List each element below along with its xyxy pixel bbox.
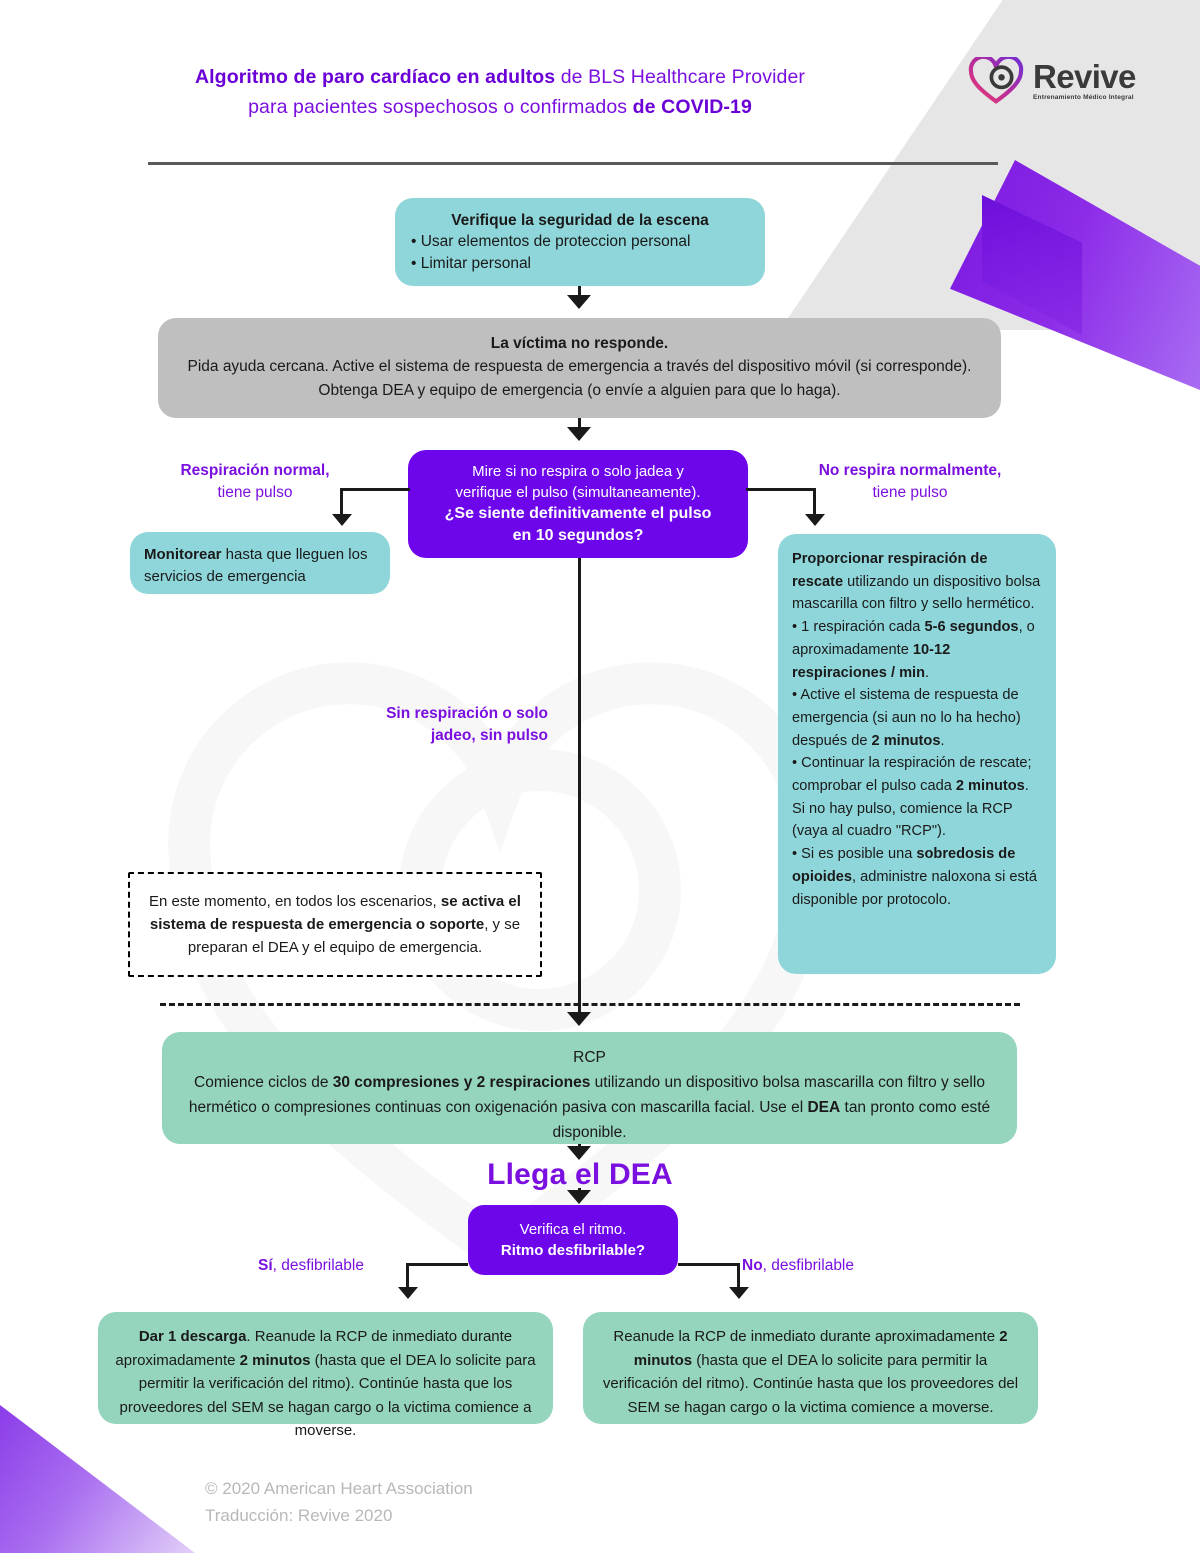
dashed-separator bbox=[160, 1003, 1020, 1006]
title-rest-bls: de BLS Healthcare Provider bbox=[555, 66, 806, 88]
check-breathing-pulse-decision: Mire si no respira o solo jadea y verifi… bbox=[408, 450, 748, 558]
connector-line-1 bbox=[578, 286, 581, 300]
decision2-line-1: Verifica el ritmo. bbox=[519, 1221, 627, 1238]
footer: © 2020 American Heart Association Traduc… bbox=[205, 1475, 805, 1529]
connector-left-horizontal bbox=[340, 488, 410, 491]
footer-translation: Traducción: Revive 2020 bbox=[205, 1506, 393, 1525]
connector-arrow-2 bbox=[567, 427, 591, 441]
title-bold-algorithm: Algoritmo de paro cardíaco en adultos bbox=[194, 66, 556, 88]
connector-right-horizontal bbox=[746, 488, 816, 491]
cpr-box: RCP Comience ciclos de 30 compresiones y… bbox=[162, 1032, 1017, 1144]
scene-safety-bullet-2: • Limitar personal bbox=[411, 255, 532, 272]
footer-copyright: © 2020 American Heart Association bbox=[205, 1479, 473, 1498]
shock-label-yes-rest: , desfibrilable bbox=[272, 1257, 364, 1274]
header-divider bbox=[148, 162, 998, 165]
scene-safety-heading: Verifique la seguridad de la escena bbox=[451, 212, 709, 229]
branch-label-right-rest: tiene pulso bbox=[872, 484, 948, 501]
emergency-activation-note-text: En este momento, en todos los escenarios… bbox=[149, 893, 521, 956]
rescue-breathing-box: Proporcionar respiración de rescate util… bbox=[778, 534, 1056, 974]
connector-left-arrow bbox=[332, 514, 352, 526]
branch-label-left-rest: tiene pulso bbox=[217, 484, 293, 501]
connector-shock-left-horizontal bbox=[406, 1263, 468, 1266]
rescue-breathing-text: Proporcionar respiración de rescate util… bbox=[792, 551, 1041, 908]
decision1-line-2: verifique el pulso (simultaneamente). bbox=[455, 484, 701, 501]
shock-label-no: No, desfibrilable bbox=[742, 1255, 902, 1277]
brand-logo: Revive Entrenamiento Médico Integral bbox=[968, 50, 1168, 112]
monitor-bold: Monitorear bbox=[144, 546, 222, 563]
decision1-bold-1: ¿Se siente definitivamente el pulso bbox=[444, 505, 712, 522]
shock-label-yes: Sí, desfibrilable bbox=[258, 1255, 403, 1277]
connector-left-vertical bbox=[340, 488, 343, 516]
revive-heart-icon bbox=[968, 57, 1024, 104]
scene-safety-bullet-1: • Usar elementos de proteccion personal bbox=[411, 233, 691, 250]
aed-arrives-heading: Llega el DEA bbox=[487, 1158, 673, 1191]
title-rest-patients: para pacientes sospechosos o confirmados bbox=[248, 96, 633, 118]
emergency-activation-note-box: En este momento, en todos los escenarios… bbox=[128, 872, 542, 977]
decision1-line-1: Mire si no respira o solo jadea y bbox=[472, 463, 684, 480]
shock-label-yes-bold: Sí bbox=[258, 1257, 273, 1274]
decision1-bold-2: en 10 segundos? bbox=[512, 527, 644, 544]
connector-shock-right-arrow bbox=[729, 1287, 749, 1299]
monitor-rest: hasta que lleguen los servicios de emerg… bbox=[144, 546, 368, 585]
unresponsive-text: Pida ayuda cercana. Active el sistema de… bbox=[187, 358, 972, 399]
monitor-box: Monitorear hasta que lleguen los servici… bbox=[130, 532, 390, 594]
deliver-shock-box: Dar 1 descarga. Reanude la RCP de inmedi… bbox=[98, 1312, 553, 1439]
page-title: Algoritmo de paro cardíaco en adultos de… bbox=[0, 62, 1000, 122]
shock-label-no-bold: No bbox=[742, 1257, 763, 1274]
shockable-rhythm-decision: Verifica el ritmo. Ritmo desfibrilable? bbox=[468, 1205, 678, 1275]
connector-line-2 bbox=[578, 418, 581, 432]
branch-label-no-breathing-no-pulse: Sin respiración o solo jadeo, sin pulso bbox=[386, 705, 548, 744]
scene-safety-box: Verifique la seguridad de la escena • Us… bbox=[395, 198, 765, 286]
connector-shock-left-vertical bbox=[406, 1263, 409, 1289]
resume-cpr-text: Reanude la RCP de inmediato durante apro… bbox=[602, 1328, 1019, 1416]
title-bold-covid: de COVID-19 bbox=[632, 96, 752, 118]
cpr-heading: RCP bbox=[573, 1049, 606, 1066]
connector-arrow-1 bbox=[567, 295, 591, 309]
branch-label-right-bold: No respira normalmente, bbox=[818, 462, 1002, 479]
branch-label-normal-breathing: Respiración normal, tiene pulso bbox=[140, 460, 370, 504]
brand-tagline: Entrenamiento Médico Integral bbox=[1033, 94, 1134, 102]
decision2-bold-1: Ritmo desfibrilable? bbox=[500, 1242, 646, 1259]
connector-center-vertical bbox=[578, 558, 581, 1022]
shock-label-no-rest: , desfibrilable bbox=[762, 1257, 854, 1274]
victim-unresponsive-box: La víctima no responde. Pida ayuda cerca… bbox=[158, 318, 1001, 418]
connector-right-vertical bbox=[813, 488, 816, 516]
connector-center-arrow bbox=[567, 1012, 591, 1026]
deliver-shock-text: Dar 1 descarga. Reanude la RCP de inmedi… bbox=[115, 1328, 536, 1439]
monitor-text: Monitorear hasta que lleguen los servici… bbox=[144, 544, 376, 588]
branch-label-not-breathing: No respira normalmente, tiene pulso bbox=[790, 460, 1030, 504]
connector-shock-left-arrow bbox=[398, 1287, 418, 1299]
cpr-text: Comience ciclos de 30 compresiones y 2 r… bbox=[188, 1074, 991, 1141]
resume-cpr-box: Reanude la RCP de inmediato durante apro… bbox=[583, 1312, 1038, 1424]
connector-shock-right-vertical bbox=[737, 1263, 740, 1289]
branch-label-left-bold: Respiración normal, bbox=[180, 462, 330, 479]
connector-shock-right-horizontal bbox=[678, 1263, 740, 1266]
connector-right-arrow bbox=[805, 514, 825, 526]
brand-name: Revive bbox=[1033, 58, 1136, 96]
connector-arrow-3 bbox=[567, 1146, 591, 1160]
connector-arrow-4 bbox=[567, 1190, 591, 1204]
unresponsive-heading: La víctima no responde. bbox=[490, 335, 669, 352]
